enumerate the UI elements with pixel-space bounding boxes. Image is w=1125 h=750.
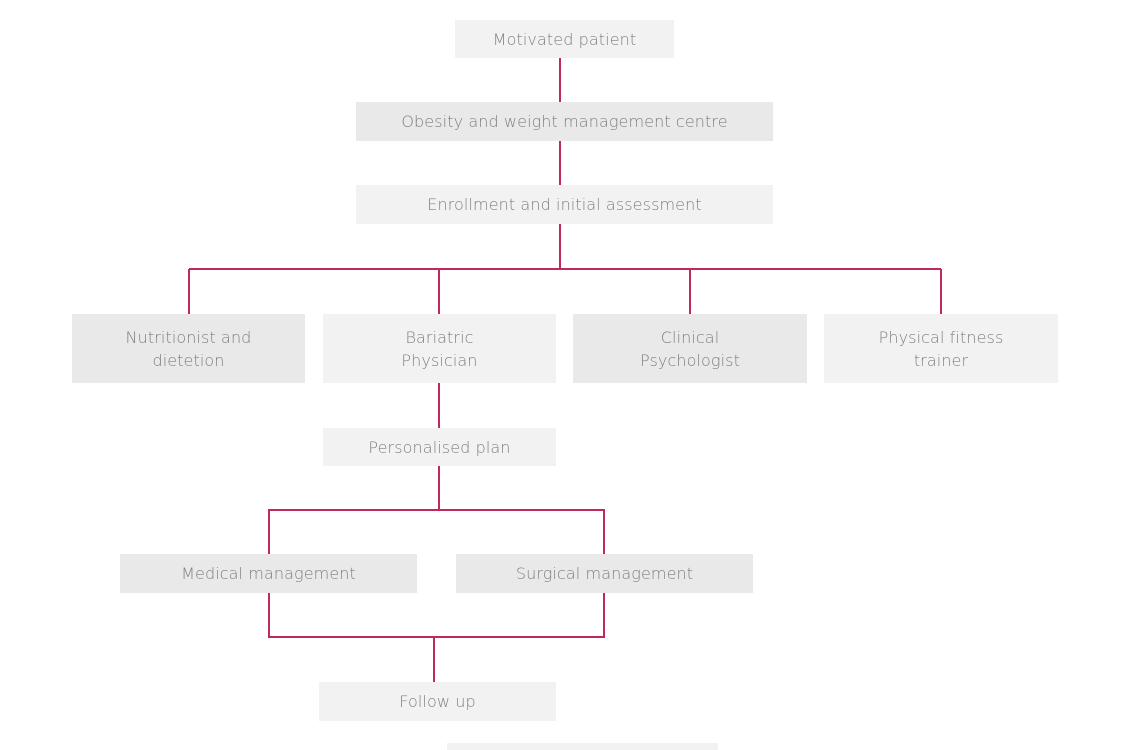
- node-enrollment: Enrollment and initial assessment: [356, 185, 773, 224]
- node-obesity-centre: Obesity and weight management centre: [356, 102, 773, 141]
- node-nutritionist: Nutritionist and dietetion: [72, 314, 305, 383]
- node-motivated-patient: Motivated patient: [455, 20, 674, 58]
- node-label: Surgical management: [515, 564, 694, 583]
- node-label: Medical management: [181, 564, 356, 583]
- node-surgical-management: Surgical management: [456, 554, 753, 593]
- node-label-line-1: Physical fitness: [878, 327, 1004, 347]
- node-label-line-1: Clinical: [660, 327, 720, 347]
- node-label: Enrollment and initial assessment: [427, 195, 702, 214]
- connector-management-join: [268, 593, 605, 638]
- node-clinical-psychologist: Clinical Psychologist: [573, 314, 807, 383]
- node-label-line-1: Nutritionist and: [125, 327, 252, 347]
- node-label: Personalised plan: [368, 437, 511, 457]
- node-bariatric-physician: Bariatric Physician: [323, 314, 556, 383]
- node-cut-off-bottom: [447, 743, 718, 750]
- node-label-line-2: Physician: [401, 350, 478, 370]
- node-medical-management: Medical management: [120, 554, 417, 593]
- node-label-line-2: dietetion: [152, 350, 225, 370]
- node-personalised-plan: Personalised plan: [323, 428, 556, 466]
- node-label: Follow up: [399, 692, 476, 711]
- node-label-line-2: Psychologist: [640, 350, 740, 370]
- connector-management-split: [268, 509, 605, 554]
- node-label: Obesity and weight management centre: [401, 112, 728, 131]
- node-physical-fitness-trainer: Physical fitness trainer: [824, 314, 1058, 383]
- node-label-line-1: Bariatric: [405, 327, 474, 347]
- node-label: Motivated patient: [492, 29, 637, 49]
- node-follow-up: Follow up: [319, 682, 556, 721]
- node-label-line-2: trainer: [913, 350, 969, 370]
